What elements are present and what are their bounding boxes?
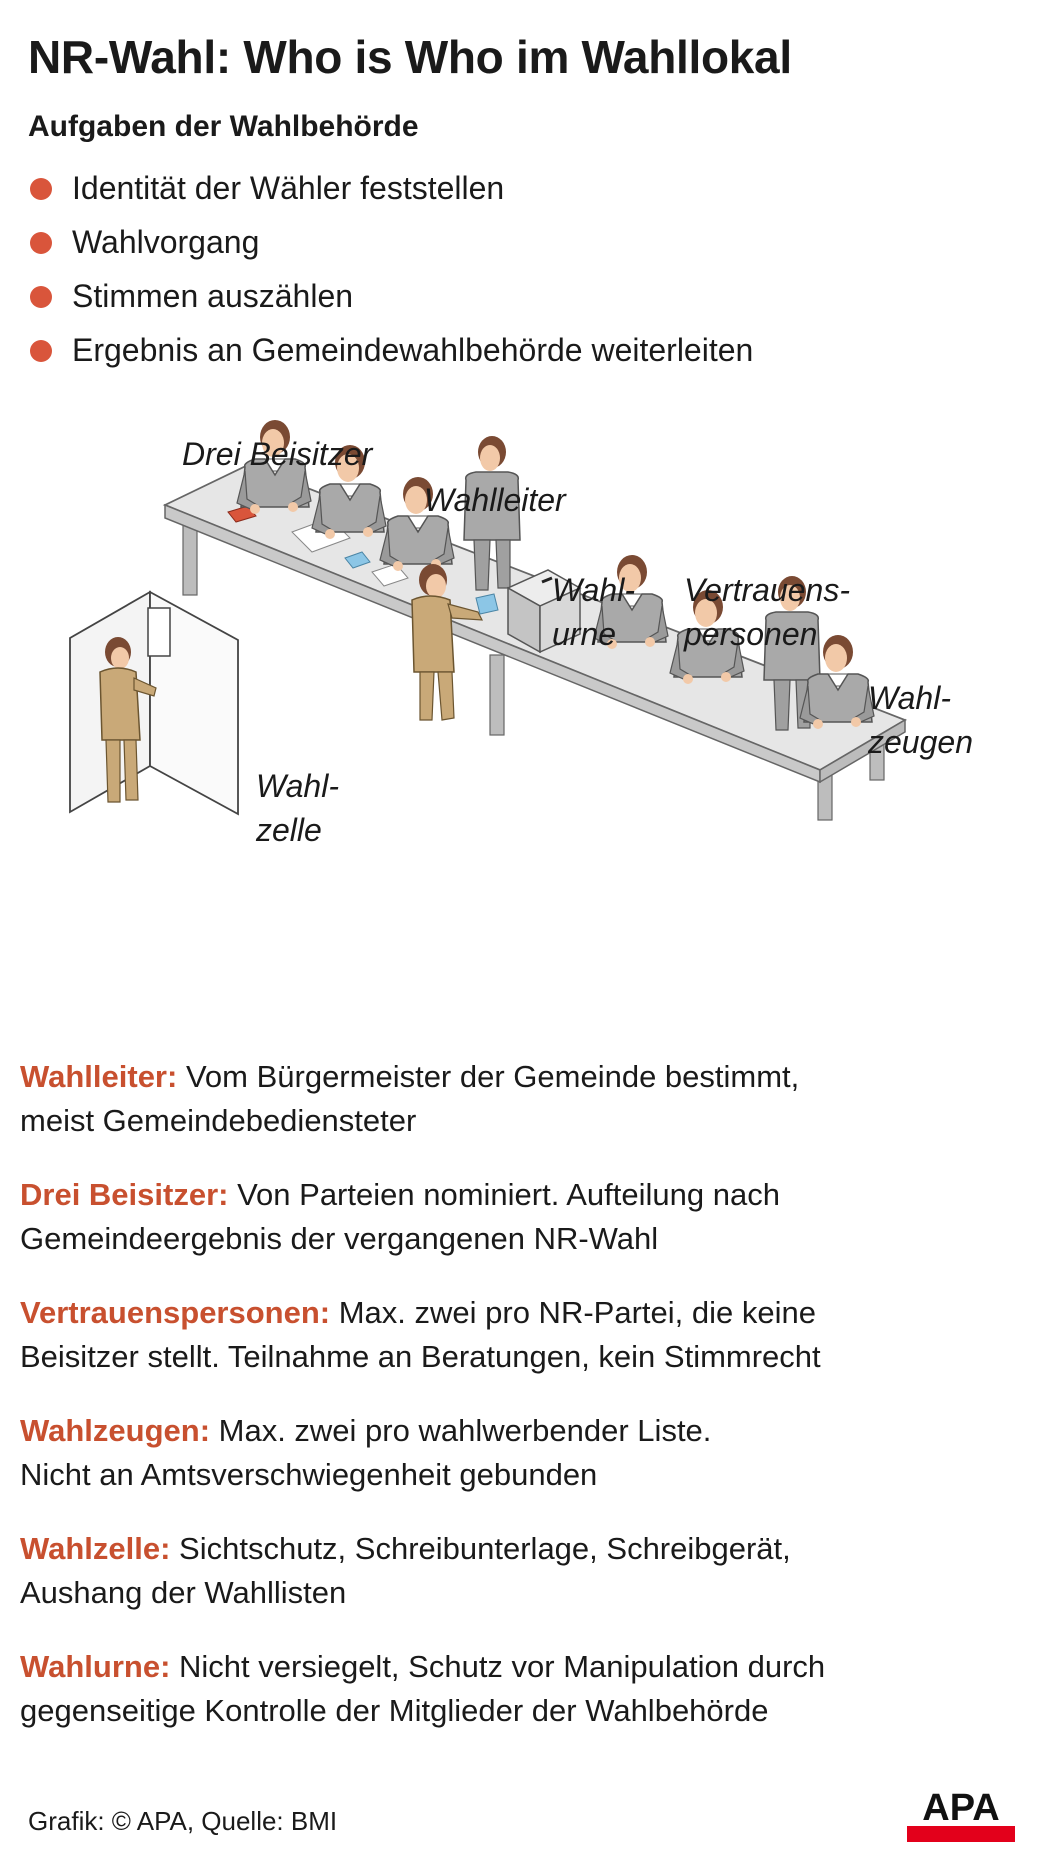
- bullet-icon: [30, 178, 52, 200]
- label-drei-beisitzer: Drei Beisitzer: [182, 436, 373, 472]
- definition-text: Max. zwei pro wahlwerbender Liste.: [210, 1413, 712, 1448]
- definition-vertrauenspersonen: Vertrauenspersonen: Max. zwei pro NR-Par…: [20, 1291, 1020, 1379]
- voter-figure: [411, 564, 499, 721]
- definition-beisitzer: Drei Beisitzer: Von Parteien nominiert. …: [20, 1173, 1020, 1261]
- source-credit: Grafik: © APA, Quelle: BMI: [28, 1806, 338, 1836]
- definition-text: Sichtschutz, Schreibunterlage, Schreibge…: [170, 1531, 791, 1566]
- definition-text-cont: Beisitzer stellt. Teilnahme an Beratunge…: [20, 1339, 821, 1374]
- definition-text: Nicht versiegelt, Schutz vor Manipulatio…: [170, 1649, 826, 1684]
- polling-station-illustration: [69, 420, 908, 821]
- task-item: Identität der Wähler feststellen: [28, 168, 753, 222]
- definition-text: Vom Bürgermeister der Gemeinde bestimmt,: [177, 1059, 800, 1094]
- definition-text-cont: Aushang der Wahllisten: [20, 1575, 347, 1610]
- definition-wahlleiter: Wahlleiter: Vom Bürgermeister der Gemein…: [20, 1055, 1020, 1143]
- task-text: Stimmen auszählen: [72, 278, 354, 314]
- label-wahlleiter: Wahlleiter: [424, 482, 566, 518]
- task-item: Wahlvorgang: [28, 222, 753, 276]
- svg-text:APA: APA: [922, 1787, 999, 1829]
- definition-wahlzelle: Wahlzelle: Sichtschutz, Schreibunterlage…: [20, 1527, 1020, 1615]
- section-subtitle: Aufgaben der Wahlbehörde: [28, 110, 419, 143]
- label-wahlzeugen: Wahl- zeugen: [868, 680, 973, 760]
- task-text: Wahlvorgang: [72, 224, 260, 260]
- task-text: Identität der Wähler feststellen: [72, 170, 505, 206]
- definition-term: Drei Beisitzer:: [20, 1177, 229, 1212]
- definitions-list: Wahlleiter: Vom Bürgermeister der Gemein…: [20, 1055, 1020, 1733]
- task-item: Ergebnis an Gemeindewahlbehörde weiterle…: [28, 330, 753, 384]
- definition-wahlzeugen: Wahlzeugen: Max. zwei pro wahlwerbender …: [20, 1409, 1020, 1497]
- definition-text: Von Parteien nominiert. Aufteilung nach: [228, 1177, 780, 1212]
- bullet-icon: [30, 232, 52, 254]
- task-list: Identität der Wähler feststellen Wahlvor…: [28, 168, 753, 384]
- label-wahlzelle: Wahl- zelle: [256, 768, 339, 848]
- task-text: Ergebnis an Gemeindewahlbehörde weiterle…: [72, 332, 754, 368]
- definition-text: Max. zwei pro NR-Partei, die keine: [330, 1295, 816, 1330]
- definition-text-cont: Gemeindeergebnis der vergangenen NR-Wahl: [20, 1221, 659, 1256]
- definition-text-cont: meist Gemeindebediensteter: [20, 1103, 417, 1138]
- definition-term: Wahlzelle:: [20, 1531, 171, 1566]
- task-item: Stimmen auszählen: [28, 276, 753, 330]
- voting-booth: [69, 590, 239, 816]
- definition-wahlurne: Wahlurne: Nicht versiegelt, Schutz vor M…: [20, 1645, 1020, 1733]
- definition-text-cont: Nicht an Amtsverschwiegenheit gebunden: [20, 1457, 598, 1492]
- page-title: NR-Wahl: Who is Who im Wahllokal: [28, 31, 792, 83]
- apa-logo: APA: [907, 1787, 1015, 1842]
- definition-term: Wahlurne:: [20, 1649, 171, 1684]
- label-wahlurne: Wahl- urne: [552, 572, 635, 652]
- bullet-icon: [30, 340, 52, 362]
- definition-term: Vertrauenspersonen:: [20, 1295, 331, 1330]
- definition-text-cont: gegenseitige Kontrolle der Mitglieder de…: [20, 1693, 769, 1728]
- definition-term: Wahlleiter:: [20, 1059, 178, 1094]
- definition-term: Wahlzeugen:: [20, 1413, 211, 1448]
- label-vertrauenspersonen: Vertrauens- personen: [684, 572, 850, 652]
- bullet-icon: [30, 286, 52, 308]
